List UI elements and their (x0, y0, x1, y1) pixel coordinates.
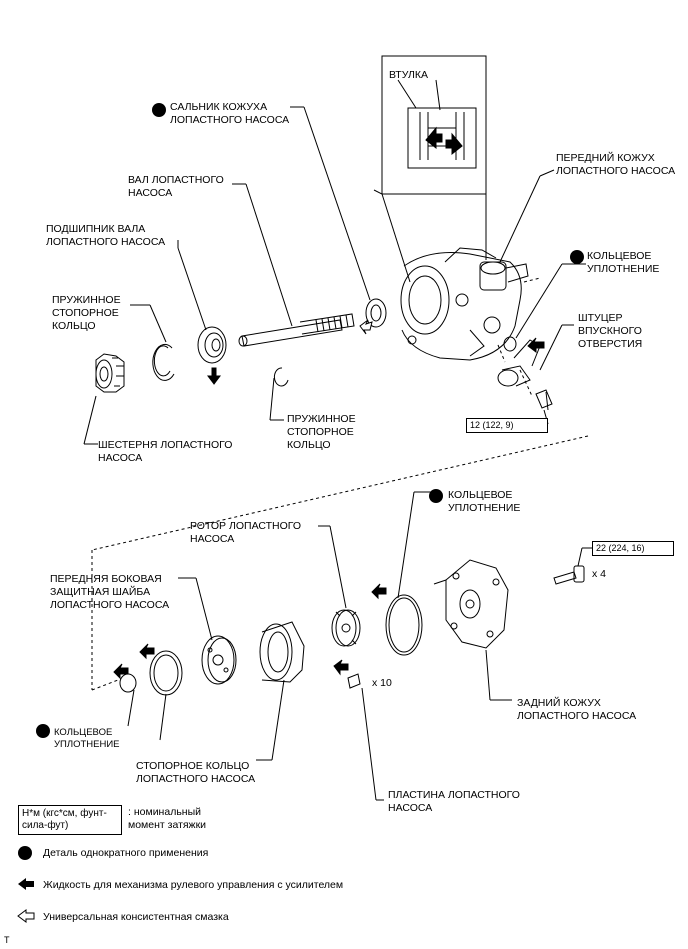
label-snap-ring-mid: ПРУЖИННОЕ СТОПОРНОЕ КОЛЬЦО (287, 413, 356, 451)
rear-housing-drawing (433, 559, 509, 649)
oring-top-drawing (503, 336, 517, 352)
vane-plate-drawing (333, 659, 361, 689)
legend-unit-desc: : номинальный момент затяжки (128, 806, 207, 831)
corner-mark: T (4, 935, 10, 945)
rotor-drawing (331, 609, 361, 647)
label-qty-bolts: x 4 (592, 568, 607, 580)
label-front-housing: ПЕРЕДНИЙ КОЖУХ ЛОПАСТНОГО НАСОСА (556, 152, 676, 177)
suction-port-drawing (497, 337, 553, 411)
front-housing-drawing (400, 247, 529, 361)
legend-non-reusable: Деталь однократного применения (43, 847, 209, 859)
rear-bolt-drawing (553, 565, 585, 585)
label-vane-plate: ПЛАСТИНА ЛОПАСТНОГО НАСОСА (388, 789, 520, 814)
pulley-drawing (95, 353, 125, 393)
label-pulley: ШЕСТЕРНЯ ЛОПАСТНОГО НАСОСА (98, 439, 233, 464)
label-cam-ring: СТОПОРНОЕ КОЛЬЦО ЛОПАСТНОГО НАСОСА (136, 760, 256, 785)
oring-rear-drawing (371, 583, 423, 656)
legend-mp-grease: Универсальная консистентная смазка (43, 911, 229, 923)
non-reusable-markers (36, 103, 584, 738)
label-side-plate: ПЕРЕДНЯЯ БОКОВАЯ ЗАЩИТНАЯ ШАЙБА ЛОПАСТНО… (50, 573, 170, 611)
snap-ring-mid-drawing (273, 367, 289, 387)
legend-symbols (17, 846, 35, 923)
oring-lower-large-drawing (139, 643, 183, 696)
torque-suction-bolt: 12 (122, 9) (466, 418, 548, 433)
legend-ps-fluid: Жидкость для механизма рулевого управлен… (43, 879, 344, 891)
label-oil-seal: САЛЬНИК КОЖУХА ЛОПАСТНОГО НАСОСА (170, 101, 290, 126)
oring-lower-small-drawing (113, 663, 137, 693)
label-shaft: ВАЛ ЛОПАСТНОГО НАСОСА (128, 174, 224, 199)
label-shaft-bearing: ПОДШИПНИК ВАЛА ЛОПАСТНОГО НАСОСА (46, 223, 166, 248)
label-oring-mid: КОЛЬЦЕВОЕ УПЛОТНЕНИЕ (448, 489, 521, 514)
label-bushing: ВТУЛКА (389, 69, 429, 81)
oil-seal-drawing (359, 298, 387, 335)
side-plate-drawing (201, 635, 237, 685)
legend-unit-box: Н*м (кгс*см, фунт- сила-фут) (18, 805, 122, 835)
label-snap-ring-left: ПРУЖИННОЕ СТОПОРНОЕ КОЛЬЦО (52, 294, 121, 332)
label-suction-port: ШТУЦЕР ВПУСКНОГО ОТВЕРСТИЯ (578, 312, 643, 350)
label-rear-housing: ЗАДНИЙ КОЖУХ ЛОПАСТНОГО НАСОСА (517, 697, 637, 722)
shaft-drawing (238, 313, 355, 347)
bushing-inset (373, 55, 487, 283)
label-rotor: РОТОР ЛОПАСТНОГО НАСОСА (190, 520, 302, 545)
bearing-drawing (197, 326, 227, 385)
cam-ring-drawing (259, 621, 305, 683)
torque-rear-bolts: 22 (224, 16) (592, 541, 674, 556)
leader-lines (83, 106, 592, 801)
label-oring-top: КОЛЬЦЕВОЕ УПЛОТНЕНИЕ (587, 250, 660, 275)
label-qty-plates: x 10 (372, 677, 392, 689)
label-oring-bottom: КОЛЬЦЕВОЕ УПЛОТНЕНИЕ (54, 727, 120, 750)
snap-ring-left-drawing (152, 343, 175, 381)
